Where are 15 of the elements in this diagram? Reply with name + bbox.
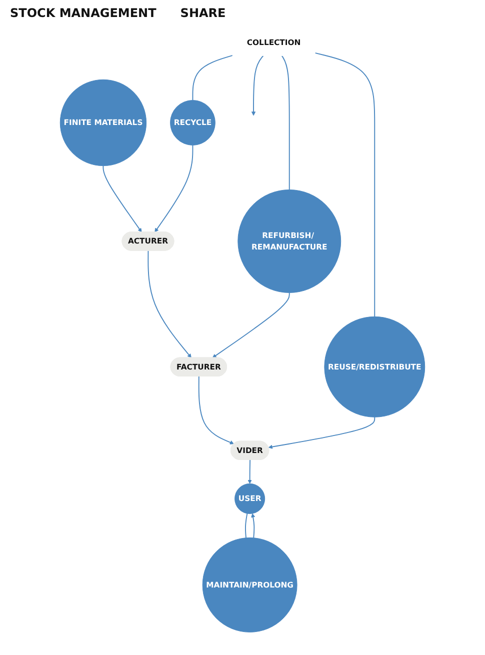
section-label: STOCK MANAGEMENT — [10, 6, 156, 20]
arrow — [251, 513, 256, 538]
arrow — [251, 55, 264, 116]
arrow — [212, 292, 290, 358]
section-label: SHARE — [180, 6, 226, 20]
arrow — [102, 165, 142, 232]
arrow — [198, 376, 234, 444]
arrow — [268, 416, 376, 449]
connector — [245, 513, 248, 538]
connector — [314, 52, 376, 318]
arrow — [148, 250, 192, 358]
connector — [192, 54, 234, 101]
connector — [281, 55, 290, 190]
arrow — [154, 144, 194, 232]
arrow — [248, 460, 252, 484]
